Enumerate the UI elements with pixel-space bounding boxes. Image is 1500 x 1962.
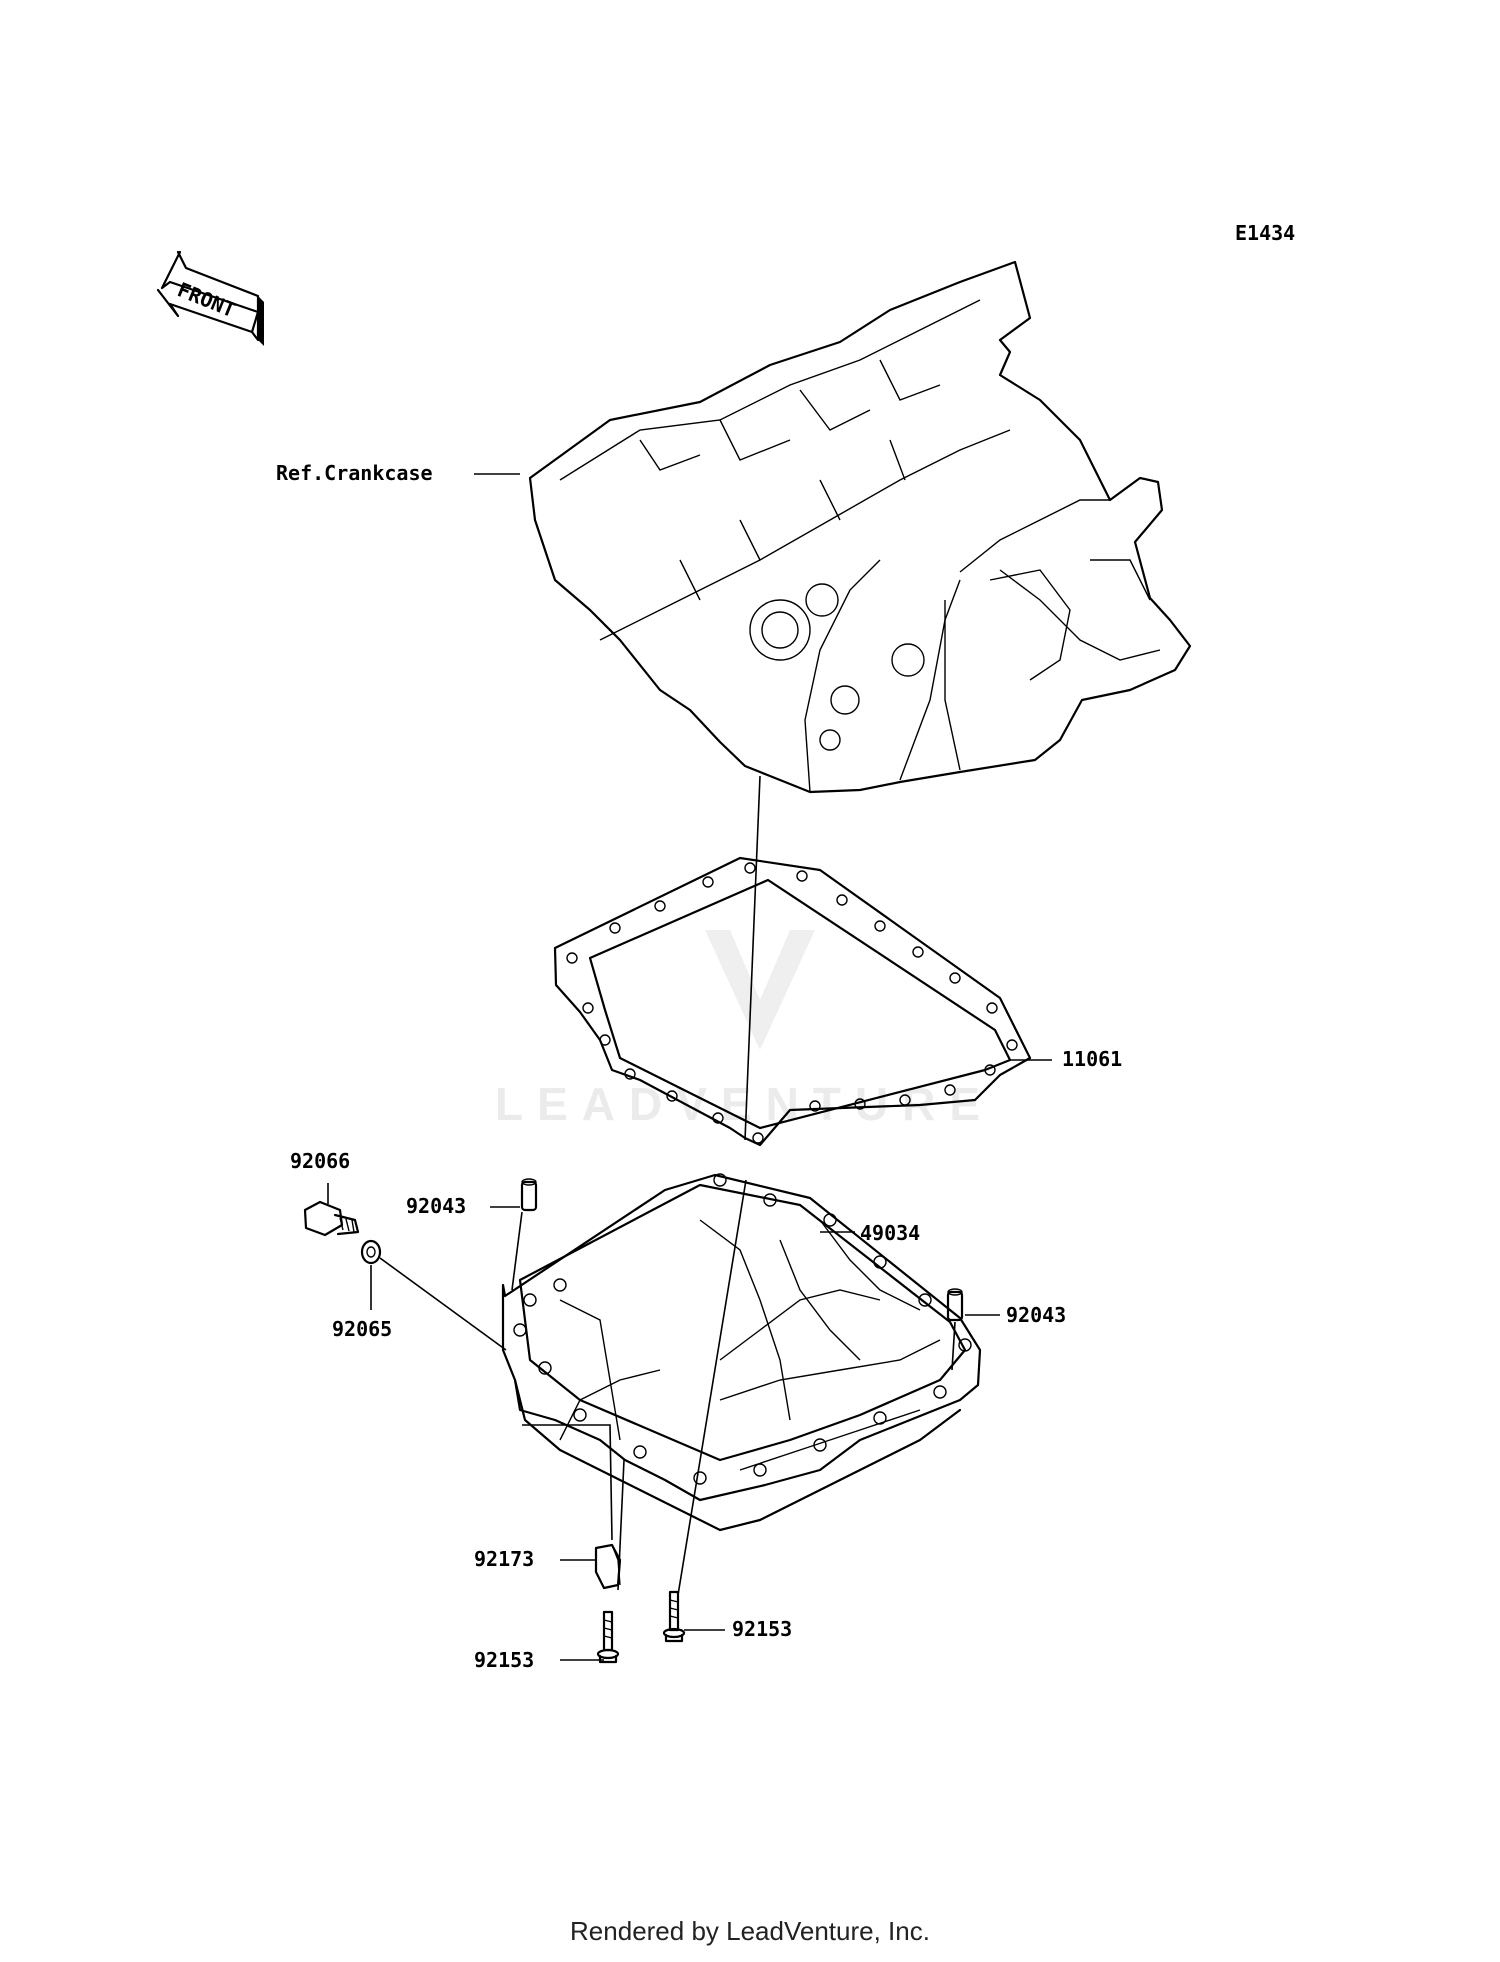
label-11061: 11061 <box>1062 1047 1122 1071</box>
oil-pan-icon <box>501 1173 982 1532</box>
bolt-left-icon <box>596 1610 620 1664</box>
label-92065: 92065 <box>332 1317 392 1341</box>
oil-pan-gasket-icon <box>553 856 1032 1147</box>
label-92153-left: 92153 <box>474 1648 534 1672</box>
watermark: LEADVENTURE <box>495 930 994 1130</box>
label-49034: 49034 <box>860 1221 920 1245</box>
washer-icon <box>360 1239 382 1265</box>
drain-plug-icon <box>303 1200 360 1237</box>
front-arrow-icon: FRONT <box>156 250 264 346</box>
footer-credit: Rendered by LeadVenture, Inc. <box>570 1916 930 1946</box>
bolt-right-icon <box>662 1590 686 1643</box>
label-92153-right: 92153 <box>732 1617 792 1641</box>
crankcase-icon <box>528 260 1192 794</box>
label-ref-crankcase: Ref.Crankcase <box>276 461 433 485</box>
dowel-pin-left-icon <box>520 1178 538 1212</box>
label-92043-right: 92043 <box>1006 1303 1066 1327</box>
dowel-pin-right-icon <box>946 1288 964 1322</box>
label-92066: 92066 <box>290 1149 350 1173</box>
clamp-icon <box>594 1543 622 1590</box>
leader-lines <box>327 473 1052 1661</box>
label-92173: 92173 <box>474 1547 534 1571</box>
label-92043-left: 92043 <box>406 1194 466 1218</box>
diagram-code: E1434 <box>1235 221 1295 245</box>
watermark-text: LEADVENTURE <box>495 1078 994 1130</box>
